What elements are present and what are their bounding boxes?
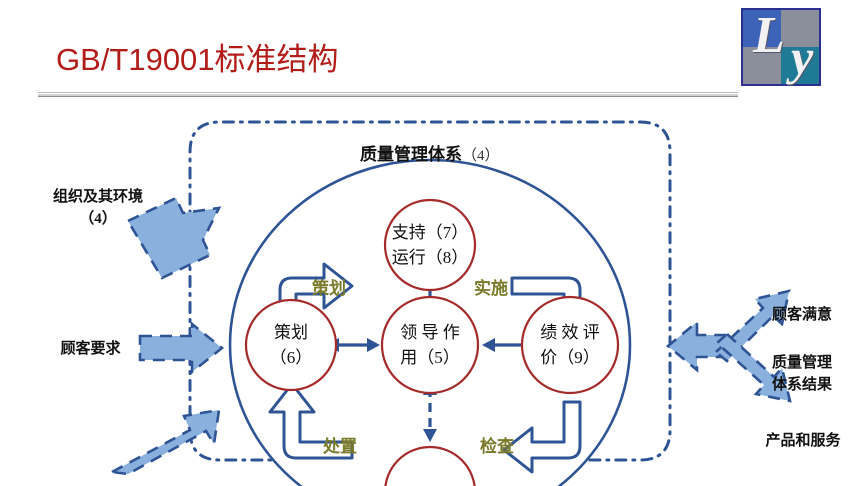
qms-boundary-clause: （4） [462,148,500,164]
node-performance-eval [520,295,620,395]
qms-boundary-label-text: 质量管理体系 [360,145,462,164]
label-performance-clause: 价（9） [540,348,600,367]
label-pdca-act: 处置 [323,437,357,456]
label-node-support-operation: 支持（7） 运行（8） [380,220,480,270]
logo-quadrant-bottom-right [781,47,819,84]
label-performance-name: 绩 效 评 [540,323,600,342]
output-arrow-splitter [665,289,792,403]
label-pdca-check: 检查 [480,437,514,456]
qms-boundary [188,120,672,462]
label-products-and-services: 产品和服务 [744,430,862,452]
label-operation: 运行（8） [391,248,469,267]
label-customer-requirements-line1: 顾客要求 [60,341,121,357]
pdca-arrow-check [502,400,582,474]
node-leadership [380,295,480,395]
label-qms-results: 质量管理 体系结果 [752,352,852,396]
input-arrow-lower [107,408,221,476]
label-qms-results-line1: 质量管理 [771,355,832,371]
label-organization-context: 组织及其环境 （4） [33,186,163,230]
logo-quadrant-top-left [743,10,781,47]
node-improvement [384,445,476,486]
label-customer-satisfaction-line1: 顾客满意 [771,307,832,323]
diagram-svg: .bdr { fill:none; stroke:#2f5496; stroke… [107,120,792,486]
node-planning [244,298,338,392]
label-pdca-do: 实施 [474,279,508,298]
label-pdca-plan: 策划 [312,279,346,298]
label-leadership-name: 领 导 作 [400,323,460,342]
input-arrow-customer-req [138,321,225,375]
label-node-planning: 策划 （6） [246,320,336,370]
logo-quadrant-bottom-left [743,47,781,84]
logo-quadrant-top-right [781,10,819,47]
label-organization-context-line1: 组织及其环境 [52,189,143,205]
page-title: GB/T19001标准结构 [56,42,339,77]
pdca-arrow-plan [278,262,354,368]
qms-boundary-label: 质量管理体系（4） [360,144,500,167]
label-planning-name: 策划 [274,323,308,342]
label-organization-context-line2: （4） [79,211,117,227]
label-qms-results-line2: 体系结果 [771,377,832,393]
label-support: 支持（7） [391,223,469,242]
ly-logo: L y [741,7,821,86]
label-leadership-clause: 用（5） [400,348,460,367]
label-customer-requirements: 顾客要求 [38,338,143,360]
pdca-arrow-act [268,382,354,460]
qms-structure-diagram: .bdr { fill:none; stroke:#2f5496; stroke… [0,100,864,486]
input-arrow-context [126,196,222,280]
label-planning-clause: （6） [269,348,313,367]
node-support-operation [383,198,477,292]
title-divider [38,92,738,97]
label-node-leadership: 领 导 作 用（5） [382,320,478,370]
label-node-performance-eval: 绩 效 评 价（9） [522,320,618,370]
label-customer-satisfaction: 顾客满意 [752,304,852,326]
label-products-and-services-line1: 产品和服务 [765,433,841,449]
